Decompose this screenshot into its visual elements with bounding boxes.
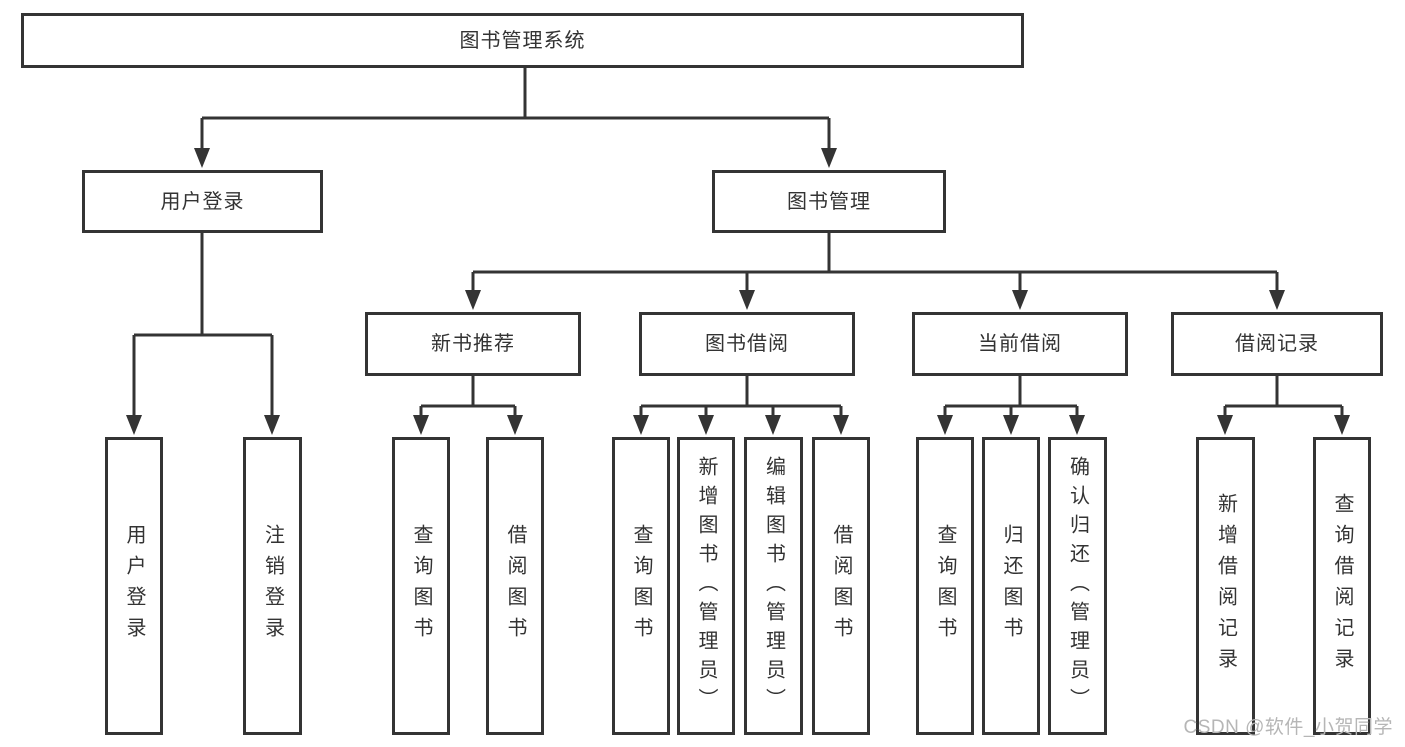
node-label: 用户登录 — [160, 190, 245, 213]
leaf-add-books-admin: 新增图书（管理员） — [677, 437, 735, 735]
node-label: 查询图书 — [410, 524, 432, 648]
node-label: 图书借阅 — [705, 333, 789, 355]
leaf-edit-books-admin: 编辑图书（管理员） — [744, 437, 803, 735]
node-label: 图书管理 — [787, 190, 871, 213]
leaf-borrow-books: 借阅图书 — [812, 437, 870, 735]
node-new-book-recommendation: 新书推荐 — [365, 312, 581, 376]
leaf-recommend-borrow-books: 借阅图书 — [486, 437, 544, 735]
node-label: 用户登录 — [123, 524, 145, 648]
node-user-login: 用户登录 — [82, 170, 323, 233]
node-label: 借阅图书 — [830, 524, 852, 648]
leaf-confirm-return-admin: 确认归还（管理员） — [1048, 437, 1107, 735]
leaf-query-borrow-record: 查询借阅记录 — [1313, 437, 1371, 735]
node-label: 查询图书 — [934, 524, 956, 648]
leaf-recommend-query-books: 查询图书 — [392, 437, 450, 735]
node-label: 新增借阅记录 — [1214, 493, 1237, 679]
node-current-borrowing: 当前借阅 — [912, 312, 1128, 376]
node-label: 借阅记录 — [1235, 333, 1319, 355]
leaf-add-borrow-record: 新增借阅记录 — [1196, 437, 1255, 735]
node-library-management-system: 图书管理系统 — [21, 13, 1024, 68]
node-label: 当前借阅 — [978, 333, 1062, 355]
node-book-management: 图书管理 — [712, 170, 946, 233]
node-book-borrowing: 图书借阅 — [639, 312, 855, 376]
leaf-return-books: 归还图书 — [982, 437, 1040, 735]
node-label: 查询借阅记录 — [1331, 493, 1353, 679]
csdn-watermark: CSDN @软件_小贺同学 — [1183, 717, 1393, 738]
node-label: 编辑图书（管理员） — [762, 455, 785, 717]
node-label: 新增图书（管理员） — [695, 455, 717, 717]
node-label: 借阅图书 — [504, 524, 526, 648]
leaf-logout: 注销登录 — [243, 437, 302, 735]
node-label: 图书管理系统 — [459, 29, 586, 52]
node-borrowing-records: 借阅记录 — [1171, 312, 1383, 376]
node-label: 确认归还（管理员） — [1066, 455, 1089, 717]
node-label: 新书推荐 — [431, 333, 515, 355]
node-label: 查询图书 — [630, 524, 652, 648]
node-label: 注销登录 — [261, 524, 284, 648]
leaf-current-query-books: 查询图书 — [916, 437, 974, 735]
node-label: 归还图书 — [1000, 524, 1022, 648]
leaf-user-login: 用户登录 — [105, 437, 163, 735]
leaf-borrow-query-books: 查询图书 — [612, 437, 670, 735]
